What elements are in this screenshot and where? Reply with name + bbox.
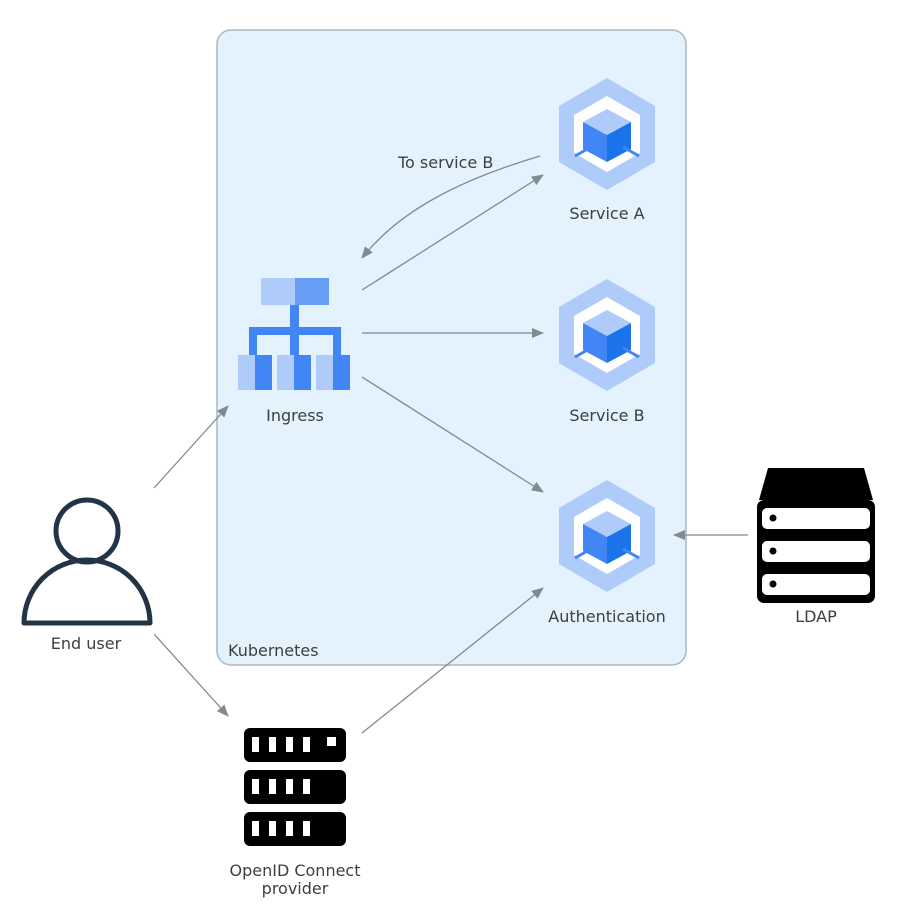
ingress-label: Ingress (266, 406, 324, 425)
node-oidc-provider: OpenID Connect provider (229, 728, 361, 898)
edge-label-to-service-b: To service B (397, 153, 493, 172)
edge-user-to-ingress (153, 405, 229, 489)
node-end-user: End user (21, 497, 153, 653)
edge-oidc-to-authentication (361, 587, 544, 734)
node-ingress: Ingress (238, 278, 350, 425)
edges: To service B (153, 153, 748, 734)
node-service-a: Service A (557, 76, 657, 223)
cluster-label: Kubernetes (228, 641, 319, 660)
person-icon (21, 497, 153, 626)
node-service-b: Service B (557, 277, 657, 425)
authentication-label: Authentication (548, 607, 665, 626)
service-a-label: Service A (569, 204, 644, 223)
service-b-label: Service B (569, 406, 644, 425)
edge-ingress-to-authentication (361, 376, 544, 493)
edge-ingress-to-service-a (361, 174, 544, 291)
ingress-hierarchy-icon (238, 278, 350, 390)
oidc-label-line2: provider (262, 879, 329, 898)
server-rack-icon (244, 728, 346, 846)
oidc-label-line1: OpenID Connect (229, 861, 360, 880)
edge-user-to-oidc (153, 633, 229, 717)
node-ldap: LDAP (757, 468, 875, 626)
edge-service-a-to-ingress (361, 155, 541, 259)
ldap-label: LDAP (795, 607, 837, 626)
node-authentication: Authentication (548, 478, 666, 626)
storage-server-icon (757, 468, 875, 603)
end-user-label: End user (51, 634, 122, 653)
